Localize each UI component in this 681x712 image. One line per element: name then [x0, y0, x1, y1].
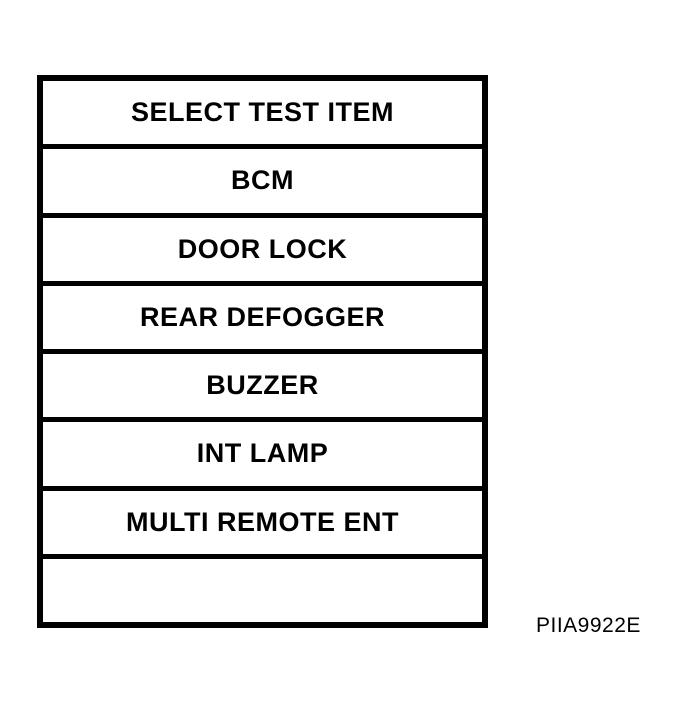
- menu-item-door-lock[interactable]: DOOR LOCK: [43, 218, 482, 286]
- menu-item-label: BCM: [231, 165, 294, 196]
- menu-header-row: SELECT TEST ITEM: [43, 81, 482, 150]
- menu-item-bcm[interactable]: BCM: [43, 149, 482, 218]
- menu-item-label: INT LAMP: [196, 438, 329, 469]
- figure-code: PIIA9922E: [536, 614, 641, 637]
- menu-item-label: DOOR LOCK: [177, 233, 348, 264]
- select-test-item-menu: SELECT TEST ITEM BCM DOOR LOCK REAR DEFO…: [37, 75, 488, 628]
- menu-item-label: REAR DEFOGGER: [139, 301, 386, 332]
- menu-item-buzzer[interactable]: BUZZER: [43, 354, 482, 423]
- menu-item-multi-remote-ent[interactable]: MULTI REMOTE ENT: [43, 491, 482, 559]
- menu-item-rear-defogger[interactable]: REAR DEFOGGER: [43, 286, 482, 354]
- menu-item-label: MULTI REMOTE ENT: [126, 506, 399, 537]
- menu-item-int-lamp[interactable]: INT LAMP: [43, 422, 482, 491]
- menu-item-label: BUZZER: [206, 370, 319, 401]
- menu-title: SELECT TEST ITEM: [130, 97, 394, 128]
- menu-empty-row: [43, 559, 482, 622]
